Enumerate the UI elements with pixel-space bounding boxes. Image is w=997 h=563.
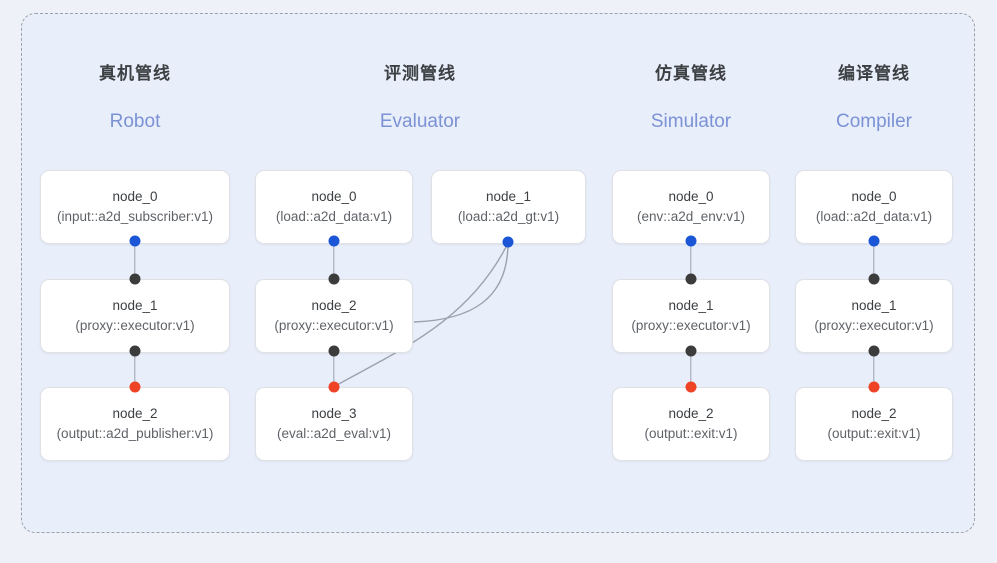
column-header-evaluator: 评测管线 Evaluator (330, 63, 510, 133)
column-header-cn-robot: 真机管线 (99, 64, 171, 83)
column-header-simulator: 仿真管线 Simulator (601, 63, 781, 133)
column-header-compiler: 编译管线 Compiler (784, 63, 964, 133)
column-header-robot: 真机管线 Robot (45, 63, 225, 133)
column-header-en-robot: Robot (109, 111, 161, 132)
column-header-cn-compiler: 编译管线 (838, 64, 910, 83)
column-header-cn-evaluator: 评测管线 (384, 64, 456, 83)
column-header-en-evaluator: Evaluator (379, 111, 461, 132)
column-header-en-compiler: Compiler (835, 111, 913, 132)
column-header-en-simulator: Simulator (650, 111, 732, 132)
column-header-cn-simulator: 仿真管线 (655, 64, 727, 83)
